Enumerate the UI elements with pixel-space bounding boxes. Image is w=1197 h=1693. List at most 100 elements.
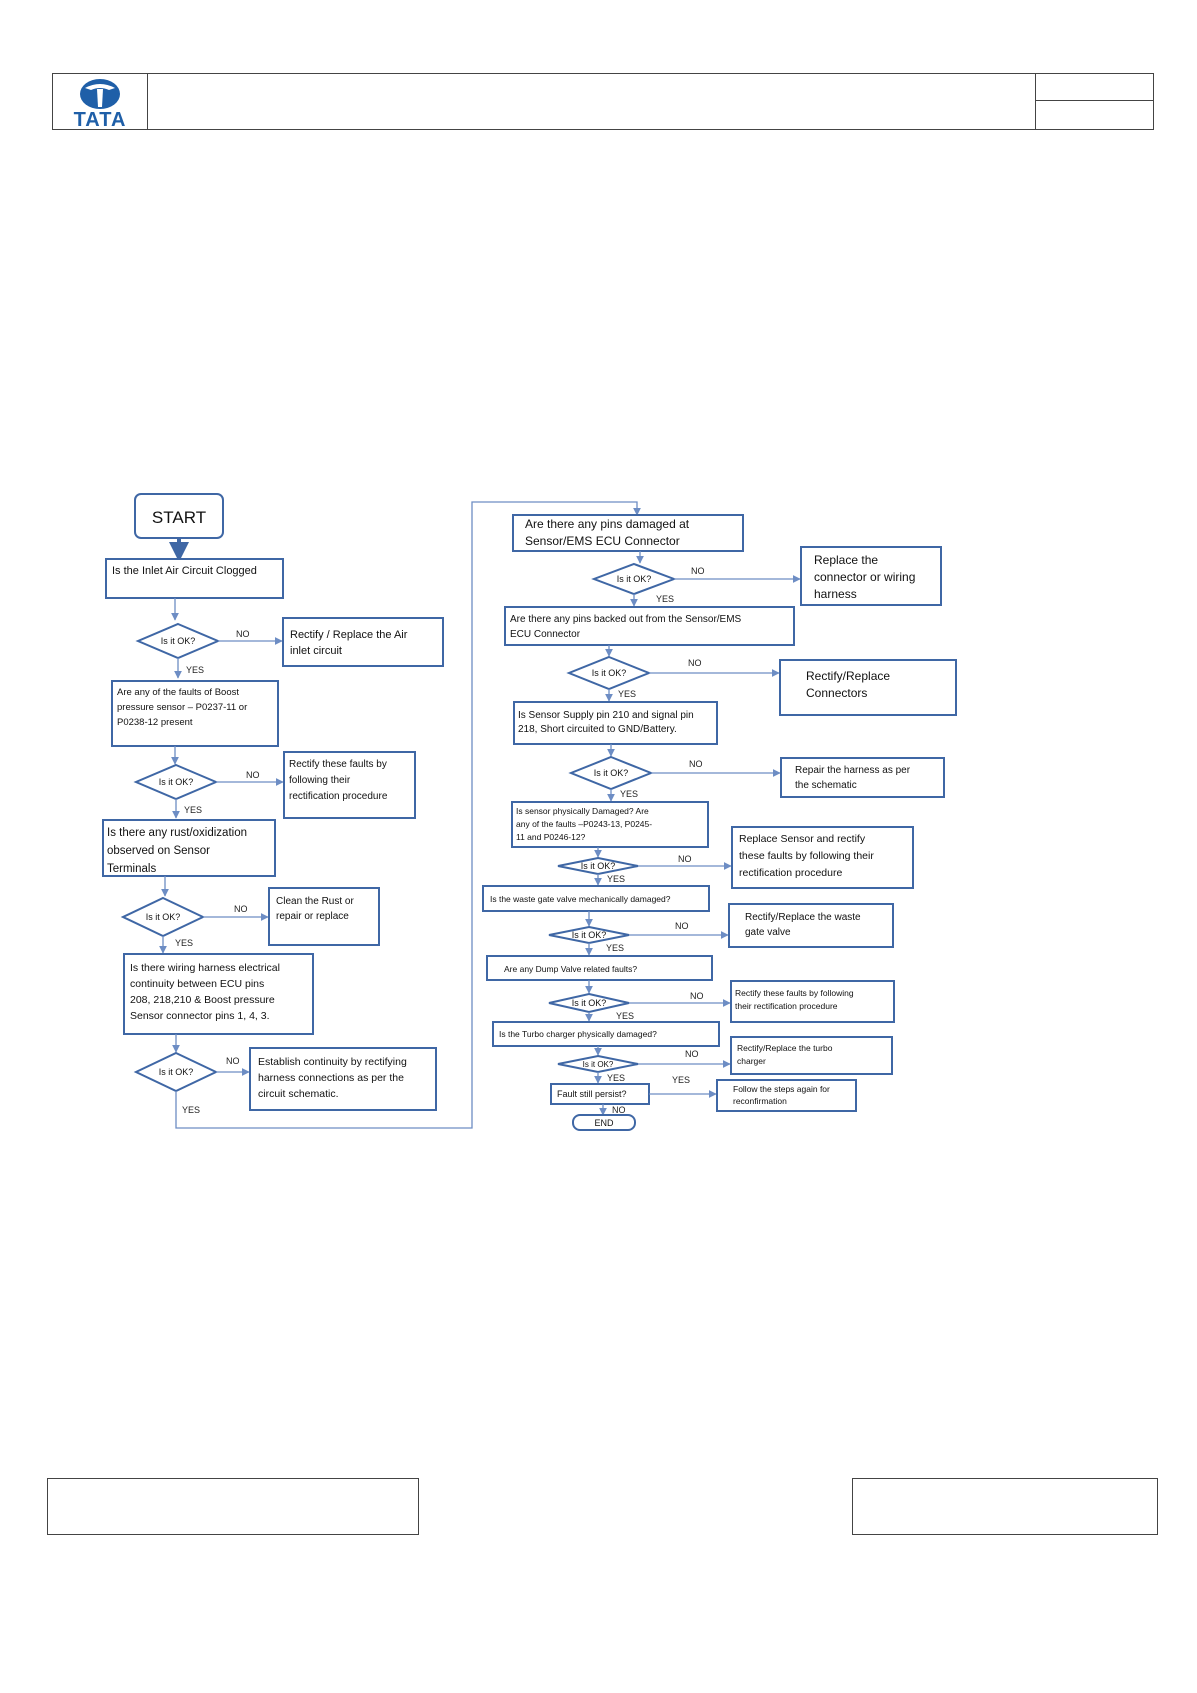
text-line: repair or replace bbox=[276, 911, 349, 922]
svg-text:NO: NO bbox=[689, 759, 703, 769]
text-line: observed on Sensor bbox=[107, 845, 210, 857]
svg-text:Are any Dump Valve related fau: Are any Dump Valve related faults? bbox=[504, 964, 637, 974]
text-line: Are there any pins damaged at bbox=[525, 517, 690, 531]
start-node: START bbox=[134, 493, 224, 539]
text-line: Rectify these faults by following bbox=[735, 988, 854, 998]
text-line: Fault still persist? bbox=[557, 1089, 627, 1099]
svg-text:YES: YES bbox=[606, 943, 624, 953]
text-line: Are there any pins backed out from the S… bbox=[510, 614, 742, 625]
svg-text:YES: YES bbox=[620, 789, 638, 799]
text-line: 208, 218,210 & Boost pressure bbox=[130, 994, 275, 1006]
svg-text:Is it OK?: Is it OK? bbox=[592, 668, 627, 678]
svg-text:NO: NO bbox=[691, 566, 705, 576]
question-waste-gate: Is the waste gate valve mechanically dam… bbox=[482, 885, 710, 912]
text-line: following their bbox=[289, 775, 351, 786]
svg-text:YES: YES bbox=[656, 594, 674, 604]
text-line: Is the Inlet Air Circuit Clogged bbox=[112, 565, 257, 577]
svg-text:YES: YES bbox=[182, 1105, 200, 1115]
header-info-cell-top bbox=[1035, 74, 1153, 101]
text-line: connector or wiring bbox=[814, 570, 915, 584]
document-header: TATA bbox=[52, 73, 1154, 131]
text-line: Is Sensor Supply pin 210 and signal pin bbox=[518, 710, 694, 721]
svg-text:Is it OK?: Is it OK? bbox=[572, 998, 607, 1008]
decision-6: Is it OK? bbox=[566, 655, 652, 691]
svg-text:Is the Inlet Air Circuit Clogg: Is the Inlet Air Circuit Clogged bbox=[112, 565, 257, 577]
footer-right-cell bbox=[852, 1478, 1158, 1535]
decision-4: Is it OK? bbox=[133, 1051, 219, 1093]
action-7: Repair the harness as per the schematic bbox=[780, 757, 945, 798]
text-line: any of the faults –P0243-13, P0245- bbox=[516, 819, 652, 829]
svg-text:NO: NO bbox=[246, 770, 260, 780]
svg-text:YES: YES bbox=[184, 805, 202, 815]
svg-text:Is it OK?: Is it OK? bbox=[161, 636, 196, 646]
svg-text:YES: YES bbox=[616, 1011, 634, 1021]
question-turbo: Is the Turbo charger physically damaged? bbox=[492, 1021, 720, 1047]
svg-text:NO: NO bbox=[675, 921, 689, 931]
decision-5: Is it OK? bbox=[591, 562, 677, 596]
text-line: rectification procedure bbox=[289, 791, 388, 802]
text-line: 218, Short circuited to GND/Battery. bbox=[518, 724, 677, 735]
text-line: these faults by following their bbox=[739, 850, 874, 862]
svg-text:Establish continuity by rectif: Establish continuity by rectifyingharnes… bbox=[258, 1056, 407, 1100]
text-line: Repair the harness as per bbox=[795, 765, 911, 776]
question-inlet-air: Is the Inlet Air Circuit Clogged bbox=[105, 558, 284, 599]
svg-text:YES: YES bbox=[186, 665, 204, 675]
svg-text:YES: YES bbox=[607, 874, 625, 884]
action-5: Replace the connector or wiring harness bbox=[800, 546, 942, 606]
svg-text:Is it OK?: Is it OK? bbox=[594, 768, 629, 778]
text-line: ECU Connector bbox=[510, 629, 581, 640]
svg-text:NO: NO bbox=[226, 1056, 240, 1066]
question-fault-persist: Fault still persist? bbox=[550, 1083, 650, 1105]
text-line: the schematic bbox=[795, 780, 857, 791]
svg-text:Is it OK?: Is it OK? bbox=[572, 930, 607, 940]
svg-text:YES: YES bbox=[672, 1075, 690, 1085]
text-line: Sensor connector pins 1, 4, 3. bbox=[130, 1010, 270, 1022]
decision-2: Is it OK? bbox=[133, 763, 219, 801]
text-line: circuit schematic. bbox=[258, 1088, 339, 1100]
text-line: harness bbox=[814, 587, 857, 601]
text-line: inlet circuit bbox=[290, 645, 342, 657]
text-line: rectification procedure bbox=[739, 867, 842, 879]
decision-7: Is it OK? bbox=[568, 755, 654, 791]
svg-text:NO: NO bbox=[612, 1105, 626, 1115]
text-line: Terminals bbox=[107, 863, 156, 875]
decision-11: Is it OK? bbox=[557, 1054, 639, 1074]
svg-text:Are there any pins damaged atS: Are there any pins damaged atSensor/EMS … bbox=[525, 517, 690, 548]
svg-text:Fault still persist?: Fault still persist? bbox=[557, 1089, 627, 1099]
question-short-circuit: Is Sensor Supply pin 210 and signal pin 2… bbox=[513, 701, 718, 745]
text-line: Is the Turbo charger physically damaged? bbox=[499, 1029, 657, 1039]
decision-3: Is it OK? bbox=[120, 896, 206, 938]
action-1: Rectify / Replace the Air inlet circuit bbox=[282, 617, 444, 667]
text-line: pressure sensor – P0237-11 or bbox=[117, 702, 247, 713]
decision-9: Is it OK? bbox=[548, 925, 630, 945]
text-line: Establish continuity by rectifying bbox=[258, 1056, 407, 1068]
text-line: Rectify/Replace bbox=[806, 669, 890, 683]
text-line: Is the waste gate valve mechanically dam… bbox=[490, 894, 671, 904]
text-line: reconfirmation bbox=[733, 1096, 787, 1106]
svg-text:Is there wiring harness electr: Is there wiring harness electricalcontin… bbox=[130, 962, 280, 1022]
text-line: Rectify / Replace the Air bbox=[290, 629, 408, 641]
text-line: Replace the bbox=[814, 553, 878, 567]
text-line: P0238-12 present bbox=[117, 717, 193, 728]
svg-text:NO: NO bbox=[234, 904, 248, 914]
svg-text:END: END bbox=[594, 1118, 614, 1128]
text-line: charger bbox=[737, 1056, 766, 1066]
